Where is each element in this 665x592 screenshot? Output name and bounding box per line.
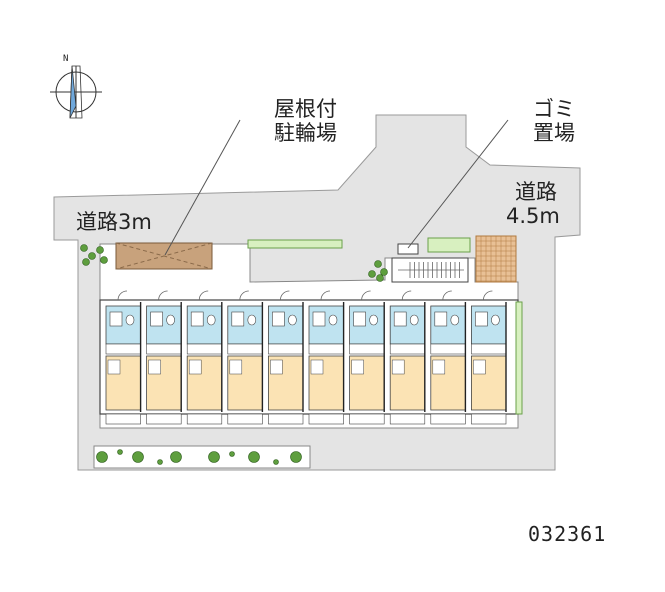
label-garbage-area-1: ゴミ xyxy=(533,97,575,121)
leader-line-bike xyxy=(164,119,241,256)
compass-rose xyxy=(50,65,102,119)
label-covered-bike-parking-1: 屋根付 xyxy=(274,97,337,121)
grass-strip-right xyxy=(427,237,471,253)
grass-strip-top xyxy=(247,239,343,249)
label-road-right-1: 道路 xyxy=(515,180,557,204)
hedge-bottom-strip xyxy=(93,445,311,469)
planter-stairs xyxy=(368,260,388,282)
hedge-left xyxy=(80,244,108,266)
label-garbage-area-2: 置場 xyxy=(533,121,575,145)
label-covered-bike-parking-2: 駐輪場 xyxy=(274,121,337,145)
property-code: 032361 xyxy=(528,522,607,546)
label-road-right-2: 4.5m xyxy=(506,204,560,228)
stair-steps xyxy=(398,262,464,278)
label-road-left: 道路3m xyxy=(76,210,152,234)
garbage-area-box xyxy=(397,243,419,255)
green-strip-right xyxy=(515,301,523,415)
compass-north-label: N xyxy=(63,54,69,64)
tile-grid xyxy=(475,235,517,282)
apartment-units xyxy=(105,290,507,425)
leader-line-garbage xyxy=(407,119,509,249)
hedge-bottom xyxy=(96,449,302,465)
